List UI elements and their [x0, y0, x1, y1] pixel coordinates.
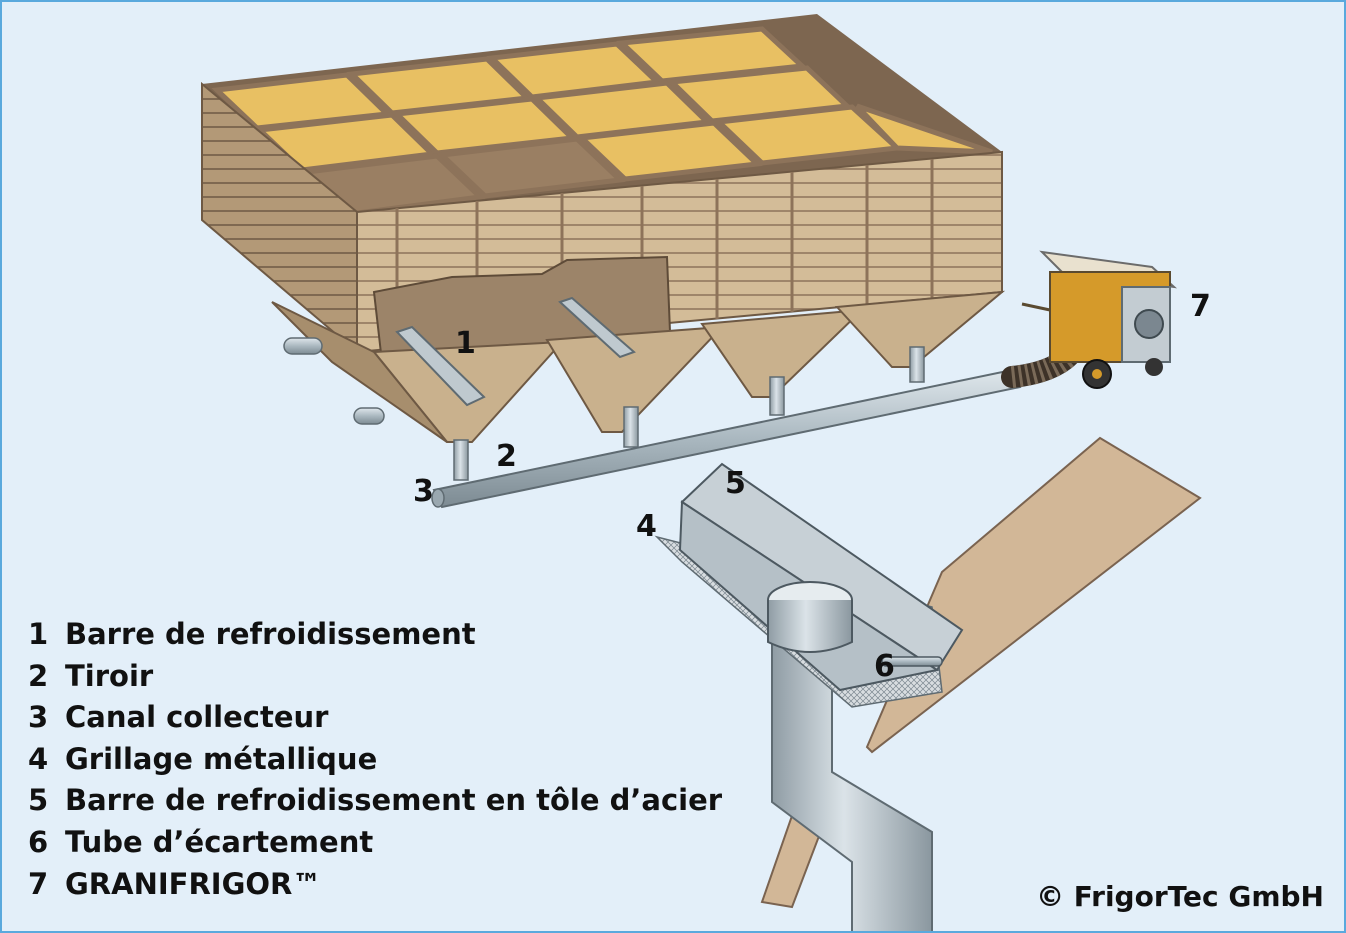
legend-text: Grillage métallique: [65, 742, 377, 776]
legend-number: 7: [28, 867, 65, 901]
legend-number: 6: [28, 825, 65, 859]
legend-item: 3 Canal collecteur: [28, 700, 722, 742]
legend-number: 2: [28, 659, 65, 693]
legend-text: GRANIFRIGOR™: [65, 867, 321, 901]
detail-wall-panel: [867, 438, 1200, 752]
legend-text: Barre de refroidissement: [65, 617, 476, 651]
legend-item: 2 Tiroir: [28, 659, 722, 701]
callout-7: 7: [1190, 292, 1211, 322]
legend-number: 5: [28, 783, 65, 817]
legend-item: 1 Barre de refroidissement: [28, 617, 722, 659]
legend-number: 4: [28, 742, 65, 776]
legend-text: Tiroir: [65, 659, 153, 693]
legend-item: 4 Grillage métallique: [28, 742, 722, 784]
callout-2: 2: [496, 442, 517, 472]
detail-view: [657, 438, 1200, 933]
callout-4: 4: [636, 512, 657, 542]
legend-item: 7 GRANIFRIGOR™: [28, 867, 722, 909]
callout-5: 5: [725, 469, 746, 499]
legend-text: Tube d’écartement: [65, 825, 373, 859]
legend-item: 6 Tube d’écartement: [28, 825, 722, 867]
legend-number: 3: [28, 700, 65, 734]
legend-text: Barre de refroidissement en tôle d’acier: [65, 783, 722, 817]
legend: 1 Barre de refroidissement 2 Tiroir 3 Ca…: [28, 617, 722, 908]
callout-1: 1: [455, 329, 476, 359]
callout-6: 6: [874, 652, 895, 682]
silo-block: [202, 14, 1002, 442]
legend-item: 5 Barre de refroidissement en tôle d’aci…: [28, 783, 722, 825]
legend-text: Canal collecteur: [65, 700, 328, 734]
copyright-notice: © FrigorTec GmbH: [1036, 880, 1324, 913]
legend-number: 1: [28, 617, 65, 651]
callout-3: 3: [413, 477, 434, 507]
